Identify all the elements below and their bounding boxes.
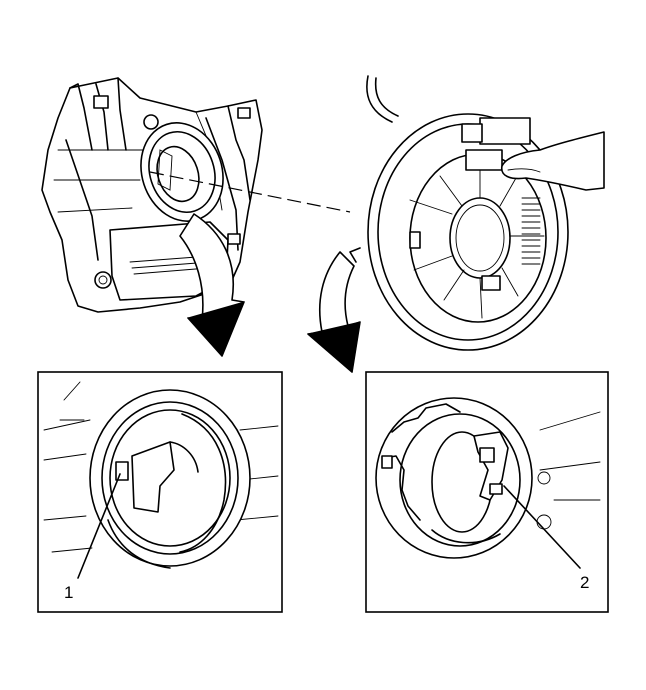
leader-line-1: [77, 473, 121, 579]
callout-1: 1: [64, 583, 73, 602]
left-zoom-arrow: [179, 213, 245, 357]
alignment-line: [149, 171, 351, 213]
clockspring-illustration: [349, 75, 605, 351]
right-zoom-arrow: [306, 251, 361, 373]
detail-panel-right: [365, 371, 609, 613]
leader-line-2: [503, 485, 581, 569]
detail-panel-left: [37, 371, 283, 613]
callout-2: 2: [580, 573, 589, 592]
